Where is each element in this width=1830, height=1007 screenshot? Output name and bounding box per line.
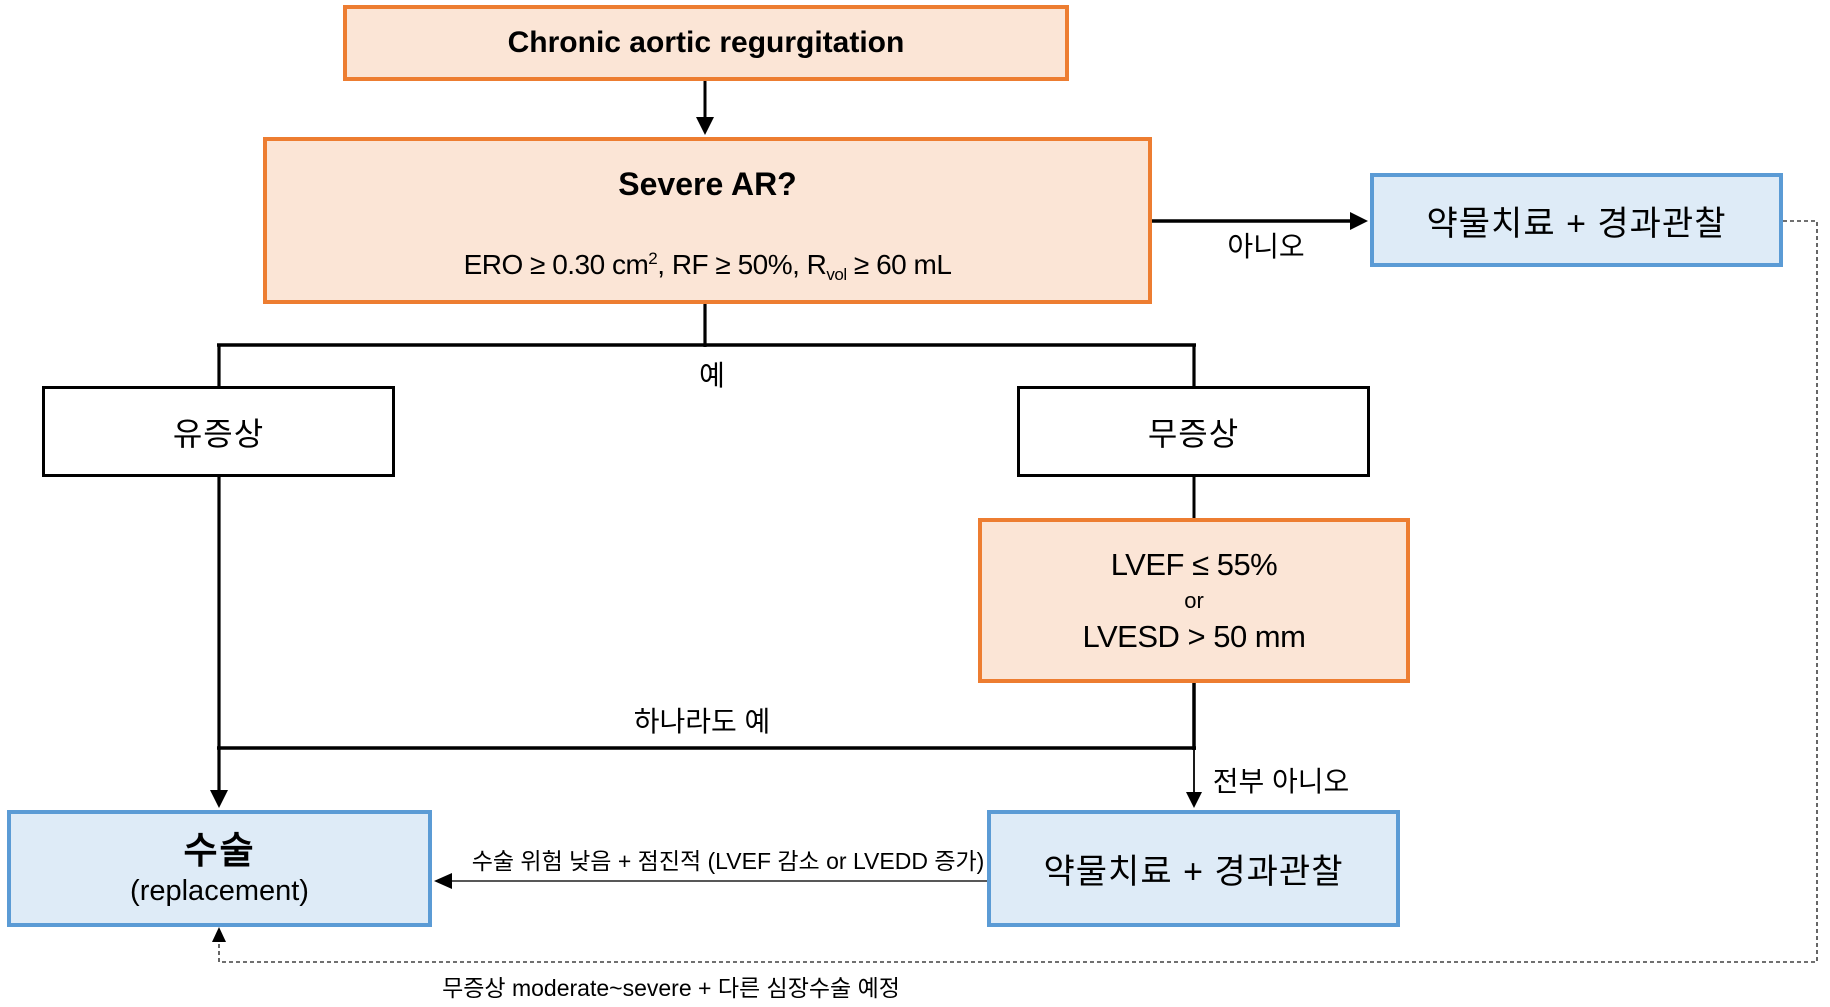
edge-label-surgery-condition: 수술 위험 낮음 + 점진적 (LVEF 감소 or LVEDD 증가) xyxy=(471,848,985,874)
criteria-superscript: 2 xyxy=(648,249,658,268)
lvef-criteria-box: LVEF ≤ 55% or LVESD > 50 mm xyxy=(978,518,1410,683)
arrowhead-chronic-to-severe xyxy=(696,117,714,135)
severe-ar-criteria: ERO ≥ 0.30 cm2, RF ≥ 50%, Rvol ≥ 60 mL xyxy=(464,243,952,291)
surgery-box: 수술 (replacement) xyxy=(7,810,432,927)
lvef-line: LVEF ≤ 55% xyxy=(1110,546,1278,582)
chronic-ar-box: Chronic aortic regurgitation xyxy=(343,5,1069,81)
surgery-title: 수술 xyxy=(183,829,256,871)
edge-label-all-no: 전부 아니오 xyxy=(1212,766,1350,797)
asymptomatic-label: 무증상 xyxy=(1147,415,1240,452)
lvef-or: or xyxy=(1184,587,1204,613)
criteria-part3: ≥ 60 mL xyxy=(846,249,952,280)
edge-label-no: 아니오 xyxy=(1227,231,1305,262)
arrowhead-dashed-feedback xyxy=(212,927,226,942)
edge-dashed-feedback xyxy=(218,220,1818,963)
criteria-part1: ERO ≥ 0.30 cm xyxy=(463,249,649,280)
severe-ar-title: Severe AR? xyxy=(618,166,797,202)
criteria-subscript: vol xyxy=(826,265,847,284)
criteria-part2: , RF ≥ 50%, R xyxy=(657,249,827,280)
observation-top-label: 약물치료 + 경과관찰 xyxy=(1426,204,1727,243)
observation-top-box: 약물치료 + 경과관찰 xyxy=(1370,173,1783,267)
edge-label-any-yes: 하나라도 예 xyxy=(633,706,771,737)
symptomatic-box: 유증상 xyxy=(42,386,395,477)
arrowhead-to-surgery xyxy=(210,790,228,808)
arrowhead-severe-to-observation xyxy=(1350,212,1368,230)
asymptomatic-box: 무증상 xyxy=(1017,386,1370,477)
lvesd-line: LVESD > 50 mm xyxy=(1082,618,1306,654)
edge-label-yes: 예 xyxy=(699,360,725,391)
observation-bottom-box: 약물치료 + 경과관찰 xyxy=(987,810,1400,927)
severe-ar-box: Severe AR? ERO ≥ 0.30 cm2, RF ≥ 50%, Rvo… xyxy=(263,137,1152,304)
symptomatic-label: 유증상 xyxy=(172,415,265,452)
observation-bottom-label: 약물치료 + 경과관찰 xyxy=(1043,853,1344,891)
arrowhead-observation-to-surgery xyxy=(434,873,452,889)
surgery-subtitle: (replacement) xyxy=(130,874,309,907)
edge-label-dashed-condition: 무증상 moderate~severe + 다른 심장수술 예정 xyxy=(442,975,900,1001)
arrowhead-allno-to-observation xyxy=(1186,792,1202,808)
chronic-ar-label: Chronic aortic regurgitation xyxy=(507,26,905,59)
